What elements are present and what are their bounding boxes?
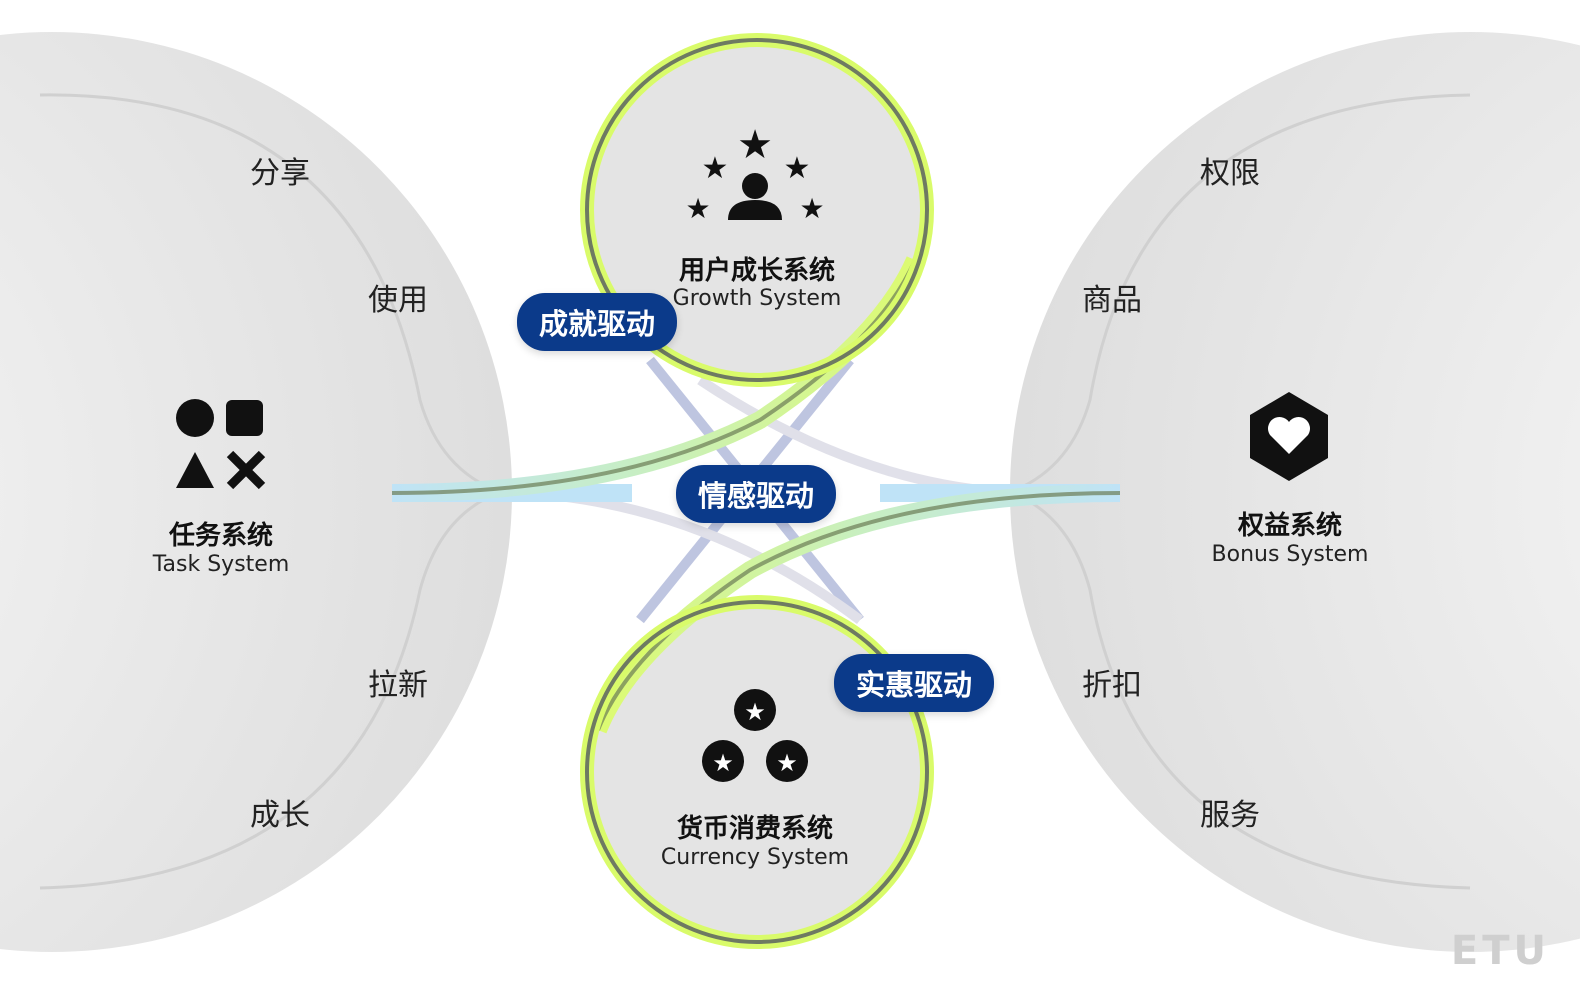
svg-text:★: ★	[784, 151, 811, 186]
currency-title: 货币消费系统	[676, 814, 834, 844]
task-subtitle: Task System	[152, 552, 290, 577]
svg-text:★: ★	[776, 749, 798, 777]
svg-text:★: ★	[737, 122, 773, 168]
task-title: 任务系统	[168, 521, 274, 551]
shapes-icon	[176, 399, 266, 490]
etu-logo: ETU	[1450, 928, 1550, 974]
growth-title: 用户成长系统	[678, 256, 836, 286]
svg-text:★: ★	[799, 192, 824, 225]
svg-text:★: ★	[702, 151, 729, 186]
bonus-circle	[1010, 32, 1580, 952]
achievement-driver-badge: 成就驱动	[516, 293, 678, 351]
bonus-subtitle: Bonus System	[1211, 542, 1369, 567]
bonus-item: 折扣	[1082, 668, 1142, 703]
bonus-item: 服务	[1200, 798, 1260, 833]
growth-subtitle: Growth System	[672, 286, 842, 311]
user-stars-icon: ★ ★ ★ ★ ★	[685, 122, 824, 225]
task-item: 分享	[250, 156, 310, 191]
emotion-driver-badge: 情感驱动	[675, 465, 837, 523]
svg-text:★: ★	[744, 698, 766, 726]
bonus-item: 商品	[1082, 283, 1142, 318]
benefit-driver-badge: 实惠驱动	[833, 654, 995, 712]
task-item: 拉新	[368, 668, 428, 703]
svg-text:★: ★	[685, 192, 710, 225]
task-item: 使用	[368, 283, 428, 318]
bonus-item: 权限	[1200, 156, 1260, 191]
task-circle	[0, 32, 512, 952]
svg-text:★: ★	[712, 749, 734, 777]
coins-icon: ★ ★ ★	[702, 689, 808, 782]
task-item: 成长	[250, 798, 310, 833]
currency-subtitle: Currency System	[660, 845, 850, 870]
heart-shield-icon	[1250, 392, 1328, 481]
bonus-title: 权益系统	[1237, 511, 1343, 541]
